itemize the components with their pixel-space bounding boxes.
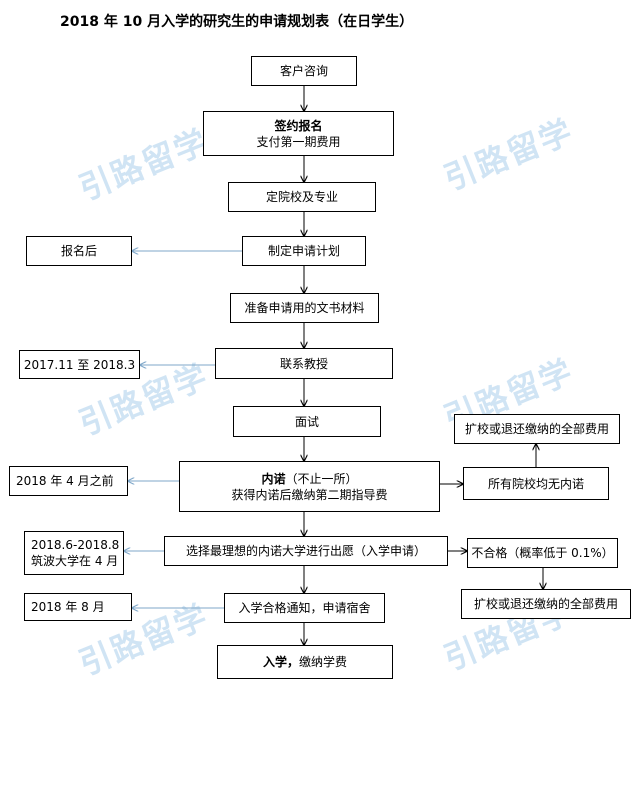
- side-apply-time-line2: 筑波大学在 4 月: [31, 554, 119, 568]
- side-refund-top-label: 扩校或退还缴纳的全部费用: [464, 422, 609, 436]
- step-docs-label: 准备申请用的文书材料: [244, 301, 365, 315]
- step-consult-label: 客户咨询: [279, 64, 328, 78]
- step-sign-title: 签约报名: [274, 118, 323, 133]
- step-enroll-rest: 缴纳学费: [299, 655, 348, 669]
- side-contact-time-label: 2017.11 至 2018.3: [23, 357, 136, 372]
- side-after-signup: 报名后: [26, 236, 132, 266]
- side-fail-label: 不合格（概率低于 0.1%）: [471, 546, 614, 560]
- step-naidaku-bold: 内诺: [261, 471, 286, 486]
- step-plan: 制定申请计划: [242, 236, 366, 266]
- side-notice-time: 2018 年 8 月: [24, 593, 132, 621]
- side-after-signup-label: 报名后: [60, 244, 97, 258]
- step-enroll-label: 入学，缴纳学费: [263, 654, 347, 670]
- step-enroll: 入学，缴纳学费: [217, 645, 393, 679]
- step-enroll-bold: 入学，: [262, 655, 299, 669]
- step-docs: 准备申请用的文书材料: [230, 293, 379, 323]
- side-refund-bottom-label: 扩校或退还缴纳的全部费用: [473, 597, 618, 611]
- step-apply: 选择最理想的内诺大学进行出愿（入学申请）: [164, 536, 448, 566]
- step-naidaku-line1: 内诺（不止一所）: [261, 471, 357, 487]
- step-apply-label: 选择最理想的内诺大学进行出愿（入学申请）: [185, 544, 426, 558]
- step-consult: 客户咨询: [251, 56, 357, 86]
- page-title: 2018 年 10 月入学的研究生的申请规划表（在日学生）: [60, 14, 414, 30]
- step-contact-label: 联系教授: [279, 356, 328, 371]
- step-sign-subtitle: 支付第一期费用: [256, 134, 341, 149]
- side-apply-time: 2018.6-2018.8 筑波大学在 4 月: [24, 531, 124, 575]
- side-no-naidaku-label: 所有院校均无内诺: [487, 476, 584, 491]
- side-no-naidaku: 所有院校均无内诺: [463, 467, 609, 500]
- side-notice-time-label: 2018 年 8 月: [31, 600, 105, 614]
- step-sign: 签约报名 支付第一期费用: [203, 111, 394, 156]
- step-naidaku: 内诺（不止一所） 获得内诺后缴纳第二期指导费: [179, 461, 440, 512]
- step-plan-label: 制定申请计划: [267, 244, 340, 258]
- side-fail: 不合格（概率低于 0.1%）: [467, 538, 618, 568]
- side-refund-top: 扩校或退还缴纳的全部费用: [454, 414, 620, 444]
- side-refund-bottom: 扩校或退还缴纳的全部费用: [461, 589, 631, 619]
- step-naidaku-rest: （不止一所）: [285, 471, 358, 486]
- side-contact-time: 2017.11 至 2018.3: [19, 350, 140, 379]
- step-notice: 入学合格通知，申请宿舍: [224, 593, 385, 623]
- step-interview: 面试: [233, 406, 381, 437]
- step-interview-label: 面试: [294, 414, 319, 429]
- step-notice-label: 入学合格通知，申请宿舍: [238, 601, 371, 615]
- side-apply-time-line1: 2018.6-2018.8: [31, 538, 120, 552]
- side-naidaku-time: 2018 年 4 月之前: [9, 466, 128, 496]
- step-contact: 联系教授: [215, 348, 393, 379]
- side-naidaku-time-label: 2018 年 4 月之前: [16, 474, 114, 488]
- step-choose-label: 定院校及专业: [265, 190, 338, 204]
- step-choose: 定院校及专业: [228, 182, 376, 212]
- step-naidaku-line2: 获得内诺后缴纳第二期指导费: [231, 487, 388, 502]
